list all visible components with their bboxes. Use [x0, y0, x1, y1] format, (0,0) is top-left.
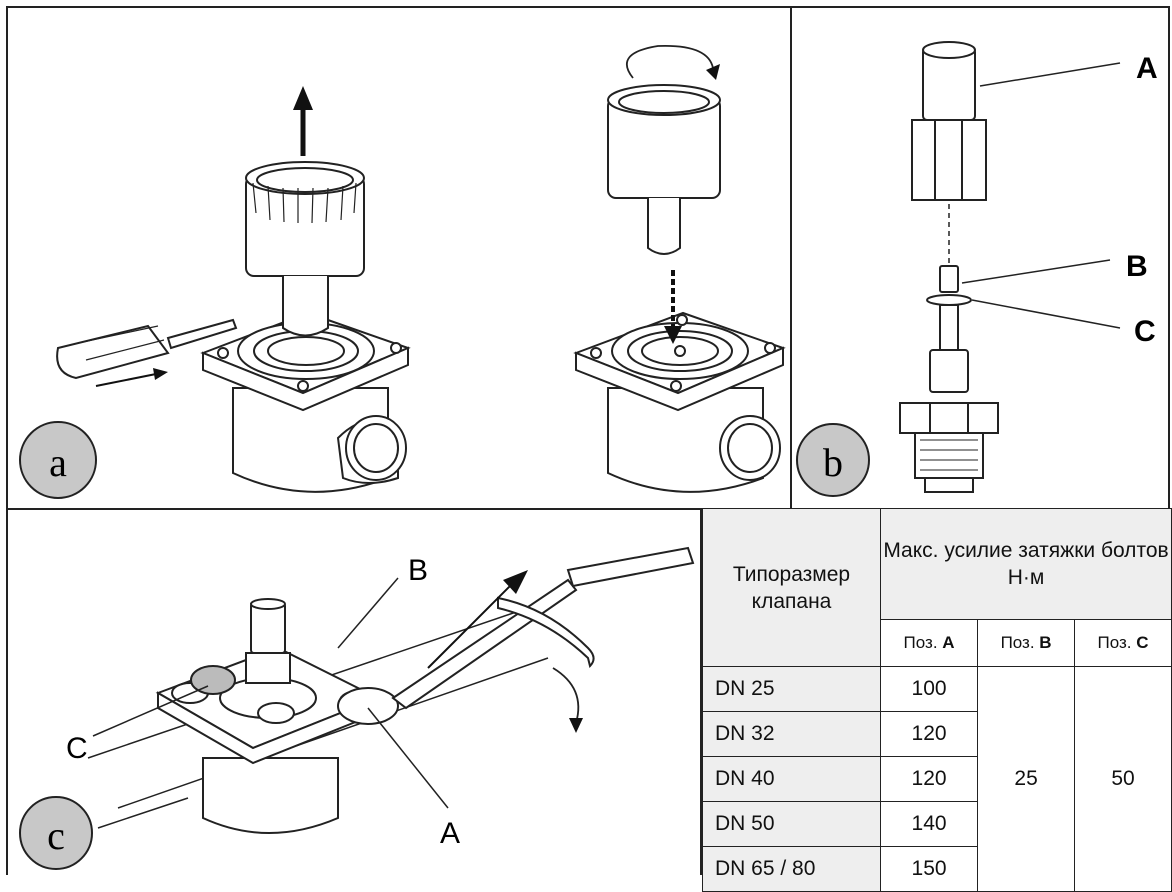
valve-body-left: [200, 311, 411, 493]
table-row: DN 25 100 25 50: [702, 666, 1172, 892]
panel-c: B A C c: [6, 508, 702, 875]
leader-lines-b: [961, 62, 1121, 329]
screwdriver: [56, 318, 238, 380]
badge-b: b: [796, 423, 870, 497]
panel-c-illustration: B A C c: [19, 546, 695, 870]
valve-size: DN 25: [702, 666, 881, 712]
label-c-a: A: [440, 817, 460, 850]
svg-text:a: a: [49, 440, 67, 485]
label-b-a: A: [1136, 52, 1158, 85]
torque-a: 140: [879, 801, 979, 847]
table-row: DN 40 120: [702, 756, 1172, 802]
label-b-c: C: [1134, 315, 1156, 348]
bonnet-insert: [607, 84, 721, 255]
push-arrow: [95, 368, 168, 387]
torque-c: 50: [1074, 666, 1172, 892]
table-row: DN 50 140: [702, 801, 1172, 847]
valve-c: [155, 598, 399, 834]
torque-a: 120: [879, 711, 979, 757]
position-header-b: Поз. B: [977, 619, 1076, 667]
spindle-part: [899, 265, 999, 493]
panel-a: a: [6, 6, 792, 510]
leader-lines-c: [92, 577, 449, 809]
panel-a-illustration: a: [19, 44, 786, 499]
label-b-b: B: [1126, 250, 1148, 283]
torque-b: 25: [977, 666, 1076, 892]
label-c-c: C: [66, 732, 88, 765]
label-c-b: B: [408, 554, 428, 587]
lift-arrow: [293, 86, 313, 156]
svg-text:c: c: [47, 813, 65, 858]
torque-a: 150: [879, 846, 979, 892]
torque-table: Типоразмер клапана Макс. усилие затяжки …: [702, 508, 1172, 892]
badge-c: c: [19, 796, 93, 870]
torque-a: 100: [879, 666, 979, 712]
size-header: Типоразмер клапана: [702, 508, 881, 667]
torque-a: 120: [879, 756, 979, 802]
badge-a: a: [19, 421, 97, 499]
valve-size: DN 40: [702, 756, 881, 802]
torque-arrow: [427, 570, 583, 733]
cap-part: [911, 41, 987, 201]
panel-b: A B C b: [790, 6, 1170, 510]
wrench: [391, 546, 695, 710]
rotate-arrow: [625, 44, 720, 80]
torque-header: Макс. усилие затяжки болтов Н·м: [880, 508, 1172, 620]
position-header-a: Поз. A: [879, 619, 979, 667]
insert-arrow: [664, 270, 682, 344]
valve-size: DN 50: [702, 801, 881, 847]
position-header-c: Поз. C: [1074, 619, 1172, 667]
valve-size: DN 32: [702, 711, 881, 757]
valve-size: DN 65 / 80: [702, 846, 881, 892]
valve-body-right: [573, 311, 786, 493]
panel-b-illustration: A B C b: [796, 41, 1158, 497]
bonnet-lifted: [245, 161, 365, 337]
svg-text:b: b: [823, 440, 843, 485]
